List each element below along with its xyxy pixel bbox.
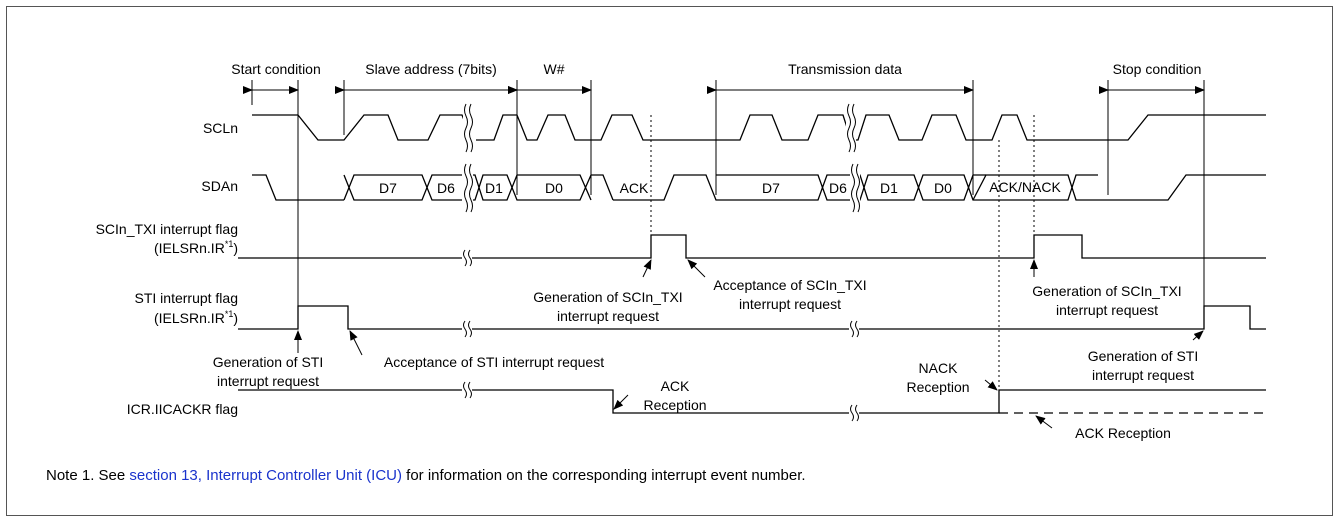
acc-txi-line1: Acceptance of SCIn_TXI: [713, 277, 866, 293]
sda-bit-d6-a: D6: [437, 180, 455, 196]
reference-lines: [251, 80, 1205, 390]
label-ackr-flag: ICR.IICACKR flag: [127, 401, 238, 417]
label-slave-address: Slave address (7bits): [365, 61, 497, 77]
acc-sti: Acceptance of STI interrupt request: [384, 354, 604, 370]
txi-register-prefix: (IELSRn.IR: [154, 240, 225, 256]
sda-bit-d0-b: D0: [934, 180, 952, 196]
label-txi-flag: SCIn_TXI interrupt flag: [96, 221, 238, 237]
txi-register-suffix: ): [233, 240, 238, 256]
label-sti-flag-register: (IELSRn.IR*1): [154, 309, 238, 326]
label-stop-condition: Stop condition: [1113, 61, 1202, 77]
txi-flag-waveform: [238, 234, 1266, 259]
sda-bit-d6-b: D6: [829, 180, 847, 196]
sda-bit-d7-b: D7: [762, 180, 780, 196]
gen-sti-2-line2: interrupt request: [1092, 367, 1194, 383]
footnote-prefix: Note 1. See: [46, 467, 130, 484]
gen-sti-1-line1: Generation of STI: [213, 354, 324, 370]
sda-ack-nack: ACK/NACK: [989, 179, 1061, 195]
label-scl: SCLn: [203, 120, 238, 136]
annotation-arrows: [294, 259, 1204, 429]
sti-flag-waveform: [238, 305, 1266, 330]
sda-waveform: [252, 174, 1266, 201]
gen-sti-2-line1: Generation of STI: [1088, 348, 1199, 364]
gen-sti-1-line2: interrupt request: [217, 373, 319, 389]
sda-ack: ACK: [620, 180, 649, 196]
sti-register-suffix: ): [233, 310, 238, 326]
ack-reception-dashed-label: ACK Reception: [1075, 425, 1171, 441]
scl-waveform: [252, 114, 1266, 141]
label-start-condition: Start condition: [231, 61, 321, 77]
sda-bit-d1-b: D1: [880, 180, 898, 196]
label-txi-flag-register: (IELSRn.IR*1): [154, 239, 238, 256]
txi-register-sup: *1: [225, 239, 234, 249]
label-sda: SDAn: [201, 178, 238, 194]
sda-bit-d1-a: D1: [485, 180, 503, 196]
sti-register-prefix: (IELSRn.IR: [154, 310, 225, 326]
label-transmission-data: Transmission data: [788, 61, 902, 77]
sti-register-sup: *1: [225, 309, 234, 319]
footnote-suffix: for information on the corresponding int…: [402, 467, 806, 484]
gen-txi-1-line2: interrupt request: [557, 308, 659, 324]
ackr-flag-waveform: [238, 389, 1266, 414]
label-write: W#: [544, 61, 565, 77]
acc-txi-line2: interrupt request: [739, 296, 841, 312]
break-marks: [462, 103, 860, 422]
ack-reception-line1: ACK: [661, 378, 690, 394]
footnote-icu-link[interactable]: section 13, Interrupt Controller Unit (I…: [129, 467, 402, 484]
footnote: Note 1. See section 13, Interrupt Contro…: [46, 467, 806, 484]
sda-bit-d7-a: D7: [379, 180, 397, 196]
nack-reception-line1: NACK: [919, 360, 959, 376]
ack-reception-line2: Reception: [643, 397, 706, 413]
label-sti-flag: STI interrupt flag: [135, 290, 239, 306]
gen-txi-2-line2: interrupt request: [1056, 302, 1158, 318]
sda-bit-d0-a: D0: [545, 180, 563, 196]
gen-txi-1-line1: Generation of SCIn_TXI: [533, 289, 682, 305]
gen-txi-2-line1: Generation of SCIn_TXI: [1032, 283, 1181, 299]
nack-reception-line2: Reception: [906, 379, 969, 395]
